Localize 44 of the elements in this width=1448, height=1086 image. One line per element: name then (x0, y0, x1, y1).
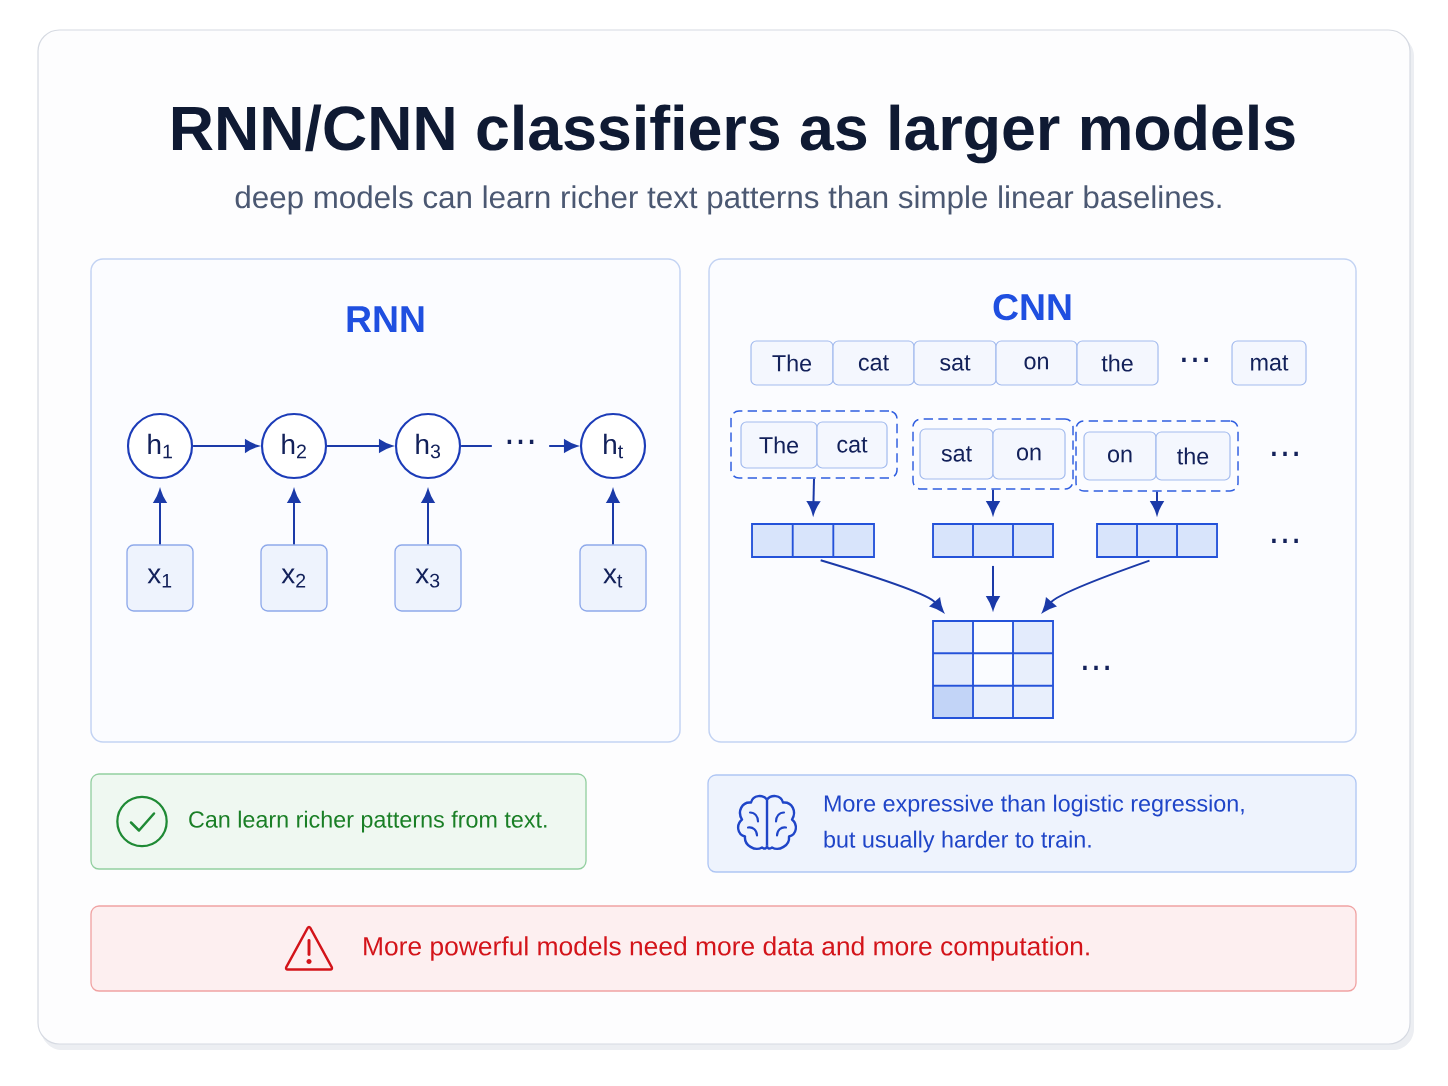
feature-map (932, 523, 1054, 558)
arrow (986, 564, 1000, 610)
alert-box: More powerful models need more data and more computation. (90, 905, 1357, 992)
arrow (192, 439, 259, 453)
token-box: the (1076, 340, 1159, 386)
note-box: More expressive than logistic regression, but usually harder to train. (707, 774, 1357, 873)
feature-map (1096, 523, 1218, 558)
token-box: the (1155, 431, 1231, 481)
note-box: Can learn richer patterns from text. (90, 773, 587, 870)
input-box: x$_{t}$ (579, 544, 647, 612)
token-box: mat (1231, 340, 1307, 386)
input-box: x$_{2}$ (260, 544, 328, 612)
token-box: The (750, 340, 834, 386)
arrow (153, 489, 167, 546)
token-box: The (740, 421, 818, 469)
token-box: on (1083, 431, 1157, 481)
token-box: cat (816, 421, 888, 469)
title: RNN/CNN classifiers as larger models (172, 104, 1295, 164)
dashed-window (730, 410, 898, 479)
arrow (421, 489, 435, 546)
edge-label: ⋯ (491, 437, 550, 455)
token-box: sat (913, 340, 997, 386)
subtitle: deep models can learn richer text patterns than simple linear baselines. (235, 185, 1221, 215)
token-box: cat (832, 340, 915, 386)
input-box: x$_{1}$ (126, 544, 194, 612)
ellipsis: ⋯ (1182, 357, 1208, 362)
token-box: sat (919, 428, 994, 480)
arrow (1042, 559, 1151, 613)
arrow (1150, 490, 1164, 515)
ellipsis: ⋯ (1272, 538, 1298, 543)
ellipsis: ⋯ (1272, 451, 1298, 456)
arrow (606, 489, 620, 546)
input-box: x$_{3}$ (394, 544, 462, 612)
arrow (326, 439, 393, 453)
dashed-window (912, 418, 1074, 490)
feature-map (751, 523, 875, 558)
output-grid (932, 620, 1054, 719)
token-box: on (995, 340, 1078, 386)
arrow (807, 477, 820, 515)
token-box: on (992, 428, 1066, 480)
dashed-window (1075, 420, 1239, 492)
arrow (287, 489, 301, 546)
arrow (819, 559, 944, 613)
arrow (986, 488, 1000, 515)
